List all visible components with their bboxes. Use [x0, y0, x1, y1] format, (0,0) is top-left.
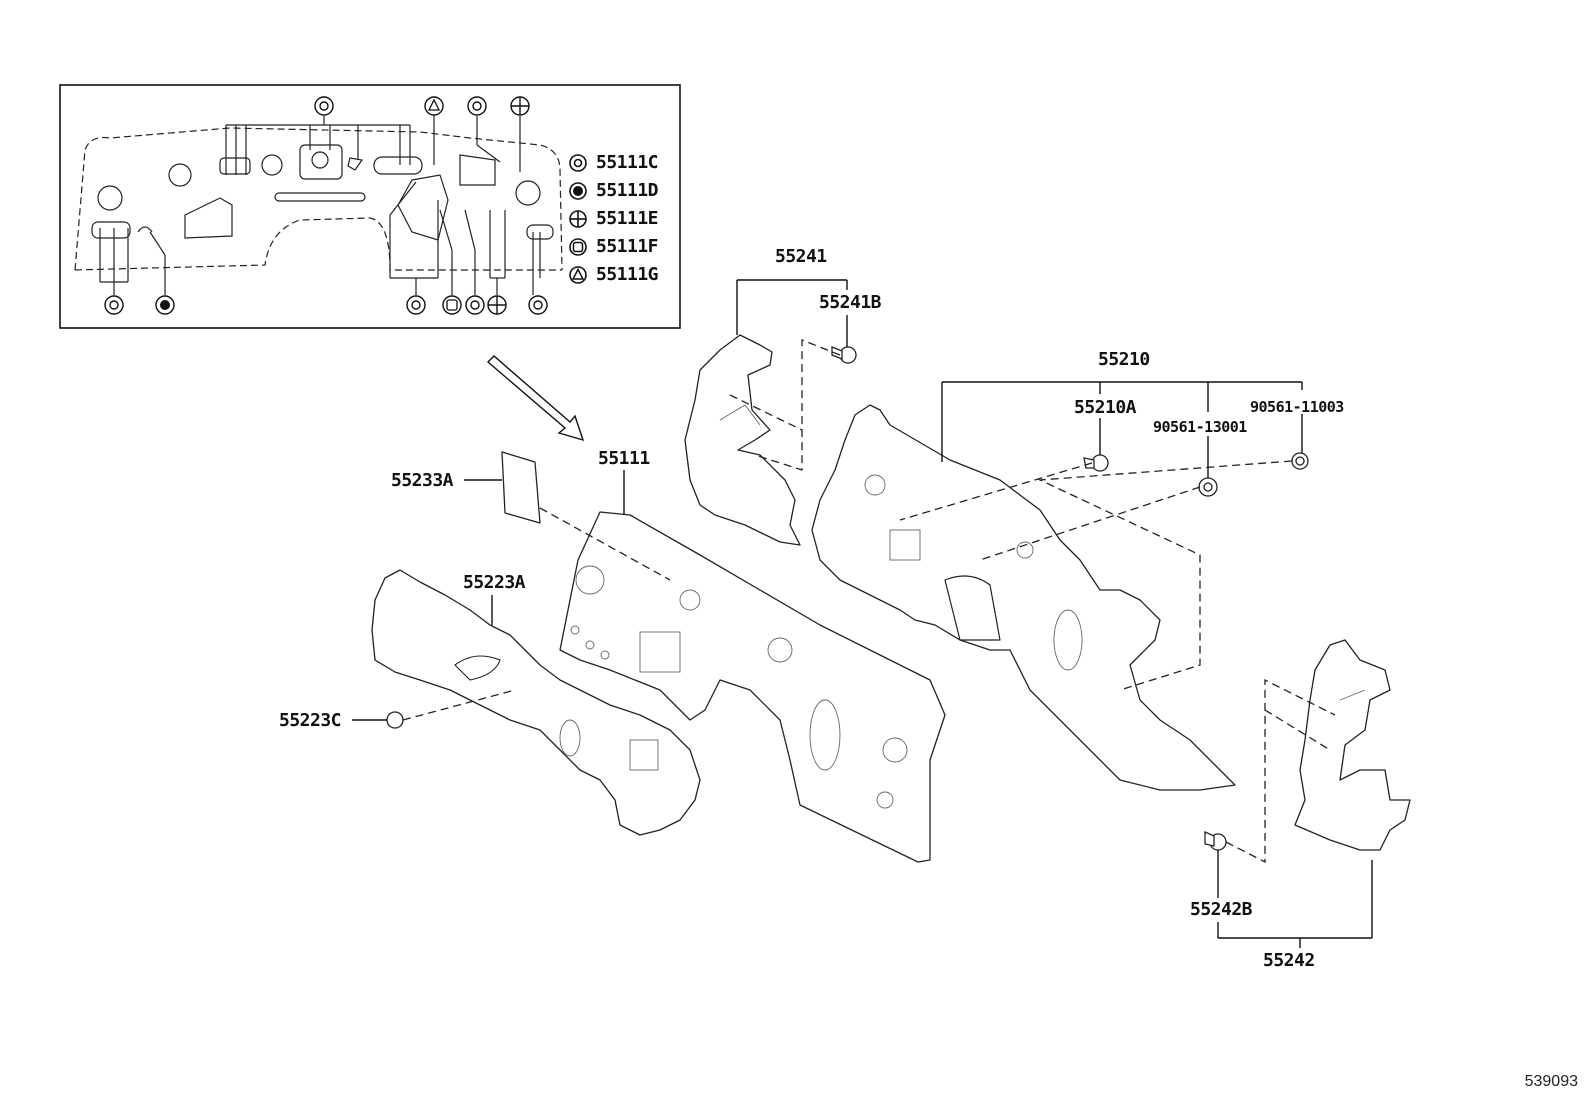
label-55223A[interactable]: 55223A: [463, 572, 526, 593]
clip-55242B[interactable]: [1204, 830, 1227, 851]
label-55210[interactable]: 55210: [1098, 349, 1150, 370]
double-circle-icon: [528, 295, 548, 315]
legend-row: 55111E: [568, 208, 659, 229]
clip-55241B[interactable]: [831, 346, 857, 364]
label-55242B[interactable]: 55242B: [1190, 899, 1253, 920]
label-90561-11003[interactable]: 90561-11003: [1250, 398, 1344, 416]
part-55233A-pad[interactable]: [501, 451, 541, 524]
legend-label[interactable]: 55111D: [596, 180, 659, 201]
double-circle-icon: [406, 295, 426, 315]
direction-arrow: [486, 355, 585, 442]
cross-circle-icon: [569, 209, 587, 228]
double-circle-icon: [569, 153, 587, 172]
legend-row: 55111F: [568, 236, 659, 257]
legend-row: 55111C: [568, 152, 659, 173]
square-circle-icon: [569, 237, 587, 256]
part-55241-bracket[interactable]: [684, 334, 801, 546]
label-55242[interactable]: 55242: [1263, 950, 1315, 971]
legend-label[interactable]: 55111F: [596, 236, 659, 257]
clip-90561-13001[interactable]: [1198, 477, 1218, 497]
double-circle-icon: [467, 96, 487, 116]
legend-label[interactable]: 55111C: [596, 152, 659, 173]
part-55111-panel[interactable]: [559, 511, 946, 863]
double-circle-icon: [314, 96, 334, 116]
double-circle-icon: [465, 295, 485, 315]
clip-90561-11003[interactable]: [1291, 452, 1309, 470]
inset-panel: [59, 84, 681, 329]
clip-55210A[interactable]: [1083, 454, 1109, 472]
diagram-id: 539093: [1524, 1073, 1578, 1090]
part-55210-panel[interactable]: [811, 404, 1236, 791]
filled-circle-icon: [155, 295, 175, 315]
label-55241[interactable]: 55241: [775, 246, 827, 267]
filled-circle-icon: [569, 181, 587, 200]
clip-55223C[interactable]: [386, 711, 404, 729]
part-55242-bracket[interactable]: [1294, 639, 1411, 851]
triangle-circle-icon: [569, 265, 587, 284]
label-55111[interactable]: 55111: [598, 448, 650, 469]
double-circle-icon: [104, 295, 124, 315]
label-55233A[interactable]: 55233A: [391, 470, 454, 491]
cross-circle-icon: [510, 96, 530, 116]
square-circle-icon: [442, 295, 462, 315]
legend-label[interactable]: 55111G: [596, 264, 659, 285]
cross-circle-icon: [487, 295, 507, 315]
part-55223A-silencer[interactable]: [371, 569, 701, 836]
legend-label[interactable]: 55111E: [596, 208, 659, 229]
label-55223C[interactable]: 55223C: [279, 710, 342, 731]
triangle-circle-icon: [424, 96, 444, 116]
legend-row: 55111G: [568, 264, 659, 285]
legend-row: 55111D: [568, 180, 659, 201]
label-55210A[interactable]: 55210A: [1074, 397, 1137, 418]
label-90561-13001[interactable]: 90561-13001: [1153, 418, 1247, 436]
label-55241B[interactable]: 55241B: [819, 292, 882, 313]
